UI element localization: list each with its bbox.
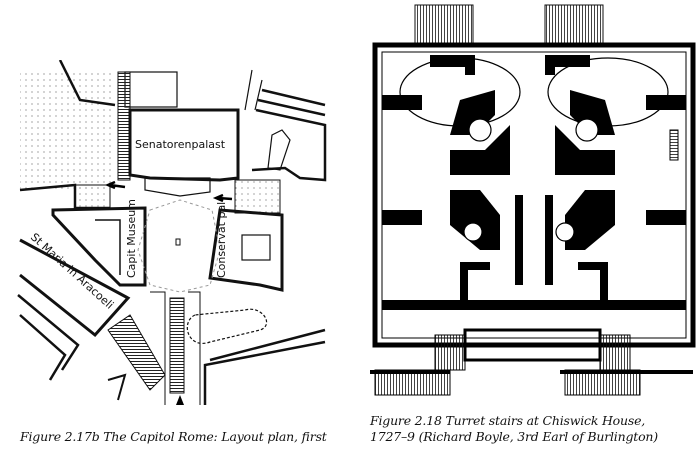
label-st-maria-aracoeli: St Maria in Aracoeli <box>28 231 116 312</box>
caption-figure-2-18-line2: 1727–9 (Richard Boyle, 3rd Earl of Burli… <box>370 429 658 444</box>
chiswick-house-plan <box>370 4 696 396</box>
label-senatorenpalast: Senatorenpalast <box>135 138 226 151</box>
capitol-layout-plan: Senatorenpalast Capit Museum Conservat p… <box>17 60 327 405</box>
caption-figure-2-17b: Figure 2.17b The Capitol Rome: Layout pl… <box>20 429 327 444</box>
label-conservatori: Conservat pal <box>215 202 228 278</box>
caption-figure-2-18-line1: Figure 2.18 Turret stairs at Chiswick Ho… <box>370 413 646 428</box>
label-capit-museum: Capit Museum <box>125 199 138 278</box>
